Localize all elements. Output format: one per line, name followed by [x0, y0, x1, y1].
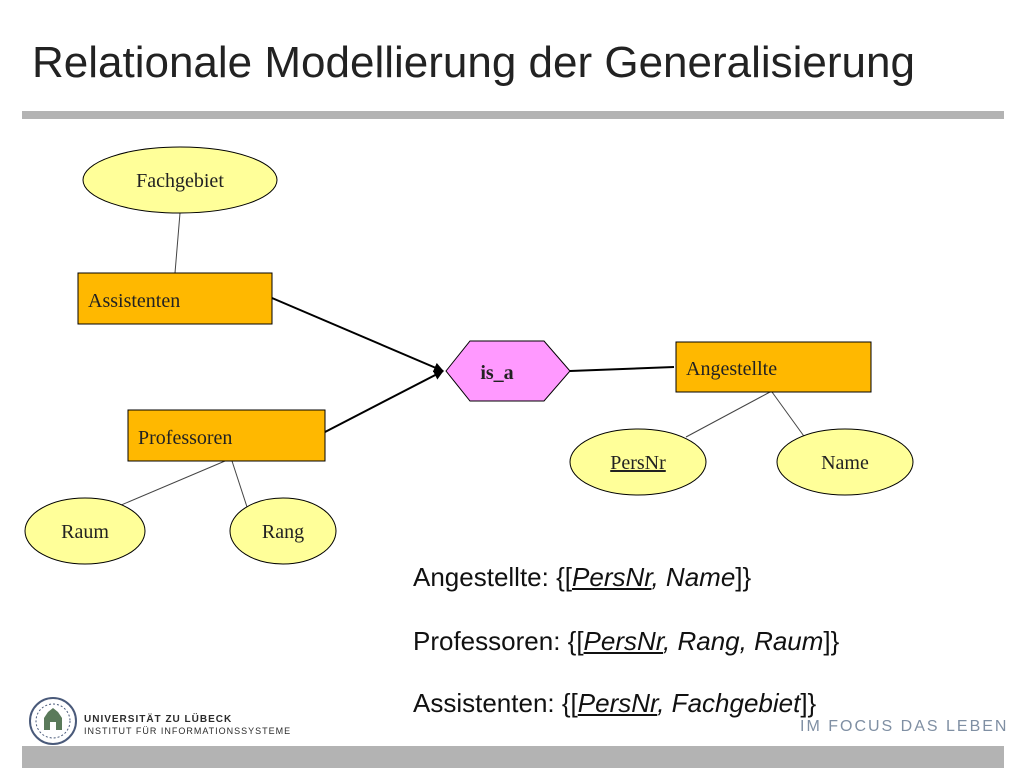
attribute-fachgebiet: Fachgebiet — [82, 146, 278, 214]
schema-key: PersNr — [583, 626, 664, 656]
university-name-block: UNIVERSITÄT ZU LÜBECK INSTITUT FÜR INFOR… — [84, 714, 291, 736]
attribute-persnr-label: PersNr — [610, 452, 666, 474]
attribute-raum: Raum — [24, 497, 146, 565]
title-divider — [22, 111, 1004, 119]
schema-key: PersNr — [577, 688, 658, 718]
attribute-name: Name — [776, 428, 914, 496]
link-angestellte-persnr — [685, 391, 771, 438]
page-title: Relationale Modellierung der Generalisie… — [32, 38, 915, 87]
schema-relation-name: Assistenten — [413, 688, 548, 718]
footer-bar — [22, 746, 1004, 768]
attribute-name-label: Name — [821, 452, 869, 474]
schema-key: PersNr — [572, 562, 652, 592]
attribute-persnr: PersNr — [569, 428, 707, 496]
relationship-is-a: is_a — [445, 340, 571, 402]
schema-relation-name: Angestellte — [413, 562, 542, 592]
slogan: IM FOCUS DAS LEBEN — [800, 718, 1009, 735]
university-seal-icon — [29, 697, 77, 745]
entity-professoren-label: Professoren — [138, 427, 232, 449]
schema-attributes: , Name — [651, 562, 736, 592]
arrow-is-a-angestellte — [569, 366, 675, 372]
entity-angestellte-label: Angestellte — [686, 358, 777, 380]
institute-name: INSTITUT FÜR INFORMATIONSSYSTEME — [84, 726, 292, 736]
schema-angestellte: Angestellte: {[PersNr, Name]} — [413, 562, 752, 592]
schema-attributes: , Fachgebiet — [657, 688, 801, 718]
schema-assistenten: Assistenten: {[PersNr, Fachgebiet]} — [413, 688, 817, 718]
schema-professoren: Professoren: {[PersNr, Rang, Raum]} — [413, 626, 840, 656]
link-fachgebiet-assistenten — [174, 212, 181, 274]
schema-attributes: , Rang, Raum — [663, 626, 824, 656]
arrow-assistenten-is-a — [271, 297, 444, 373]
entity-professoren: Professoren — [127, 409, 326, 462]
attribute-rang-label: Rang — [262, 521, 304, 543]
entity-angestellte: Angestellte — [675, 341, 872, 393]
link-angestellte-name — [771, 391, 807, 440]
entity-assistenten: Assistenten — [77, 272, 273, 325]
attribute-raum-label: Raum — [61, 521, 109, 543]
attribute-rang: Rang — [229, 497, 337, 565]
university-name: UNIVERSITÄT ZU LÜBECK — [84, 714, 233, 725]
link-professoren-rang — [231, 460, 249, 511]
arrow-professoren-is-a — [324, 370, 444, 433]
entity-assistenten-label: Assistenten — [88, 290, 180, 312]
schema-relation-name: Professoren — [413, 626, 554, 656]
attribute-fachgebiet-label: Fachgebiet — [136, 170, 224, 192]
relationship-is-a-label: is_a — [480, 362, 513, 384]
